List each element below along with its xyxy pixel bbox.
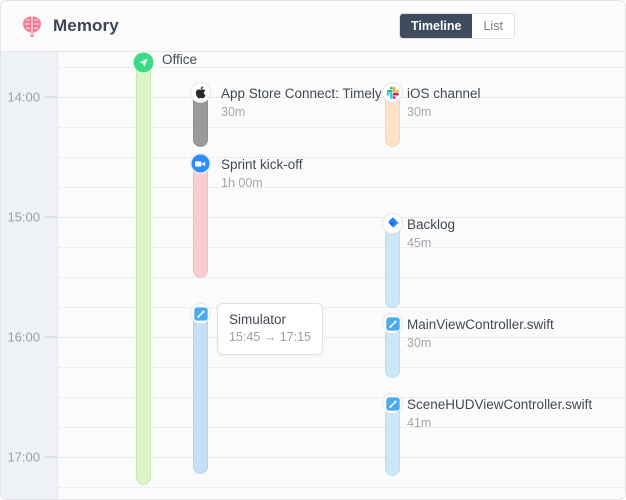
time-gutter: 14:00 15:00 16:00 17:00 xyxy=(1,52,58,499)
gridline xyxy=(59,337,625,338)
event-label: iOS channel 30m xyxy=(407,85,481,120)
tab-list[interactable]: List xyxy=(472,14,514,38)
event-label: SceneHUDViewController.swift 41m xyxy=(407,396,592,431)
hour-tick xyxy=(45,336,57,338)
event-label: Sprint kick-off 1h 00m xyxy=(221,156,303,191)
tooltip-title: Simulator xyxy=(229,312,287,327)
jira-icon xyxy=(382,213,403,234)
app-header: Memory Timeline List xyxy=(1,1,625,52)
event-label: MainViewController.swift 30m xyxy=(407,316,554,351)
hour-tick xyxy=(45,216,57,218)
event-bar[interactable] xyxy=(193,308,208,474)
brain-icon xyxy=(20,14,44,38)
xcode-icon xyxy=(382,313,403,334)
event-title: Sprint kick-off xyxy=(221,157,303,172)
zoom-icon xyxy=(190,153,211,174)
page-title: Memory xyxy=(53,16,119,35)
event-duration: 30m xyxy=(407,336,432,350)
gridline xyxy=(59,247,625,248)
event-duration: 30m xyxy=(407,105,432,119)
gridline xyxy=(59,127,625,128)
hour-tick xyxy=(45,96,57,98)
event-label: Backlog 45m xyxy=(407,216,455,251)
group-label: Office xyxy=(162,52,197,67)
gridline xyxy=(59,157,625,158)
brand: Memory xyxy=(20,14,119,38)
hour-label-1600: 16:00 xyxy=(7,329,40,345)
event-title: SceneHUDViewController.swift xyxy=(407,397,593,412)
group-title: Office xyxy=(162,52,198,67)
gridline xyxy=(59,427,625,428)
gridline xyxy=(59,217,625,218)
event-tooltip: Simulator 15:45 → 17:15 xyxy=(217,303,324,355)
event-title: App Store Connect: Timely xyxy=(221,86,382,101)
hour-label-1700: 17:00 xyxy=(7,449,40,465)
xcode-icon xyxy=(190,303,211,324)
hour-label-1500: 15:00 xyxy=(7,209,40,225)
event-title: iOS channel xyxy=(407,86,481,101)
event-title: MainViewController.swift xyxy=(407,317,554,332)
tab-timeline[interactable]: Timeline xyxy=(399,14,474,38)
event-duration: 30m xyxy=(221,105,246,119)
gridline xyxy=(59,67,625,68)
event-label: App Store Connect: Timely 30m xyxy=(221,85,382,120)
location-arrow-icon xyxy=(133,52,154,73)
gridline xyxy=(59,367,625,368)
tooltip-timerange: 15:45 → 17:15 xyxy=(229,330,312,344)
hour-tick xyxy=(45,456,57,458)
event-duration: 41m xyxy=(407,416,432,430)
event-title: Backlog xyxy=(407,217,456,232)
event-bar[interactable] xyxy=(193,158,208,278)
event-duration: 1h 00m xyxy=(221,176,263,190)
xcode-icon xyxy=(382,393,403,414)
slack-icon xyxy=(382,82,403,103)
hour-label-1400: 14:00 xyxy=(7,89,40,105)
apple-icon xyxy=(190,82,211,103)
group-bar[interactable] xyxy=(136,57,151,485)
gridline xyxy=(59,397,625,398)
gridline xyxy=(59,277,625,278)
gridline xyxy=(59,307,625,308)
gridline xyxy=(59,457,625,458)
view-toggle[interactable]: Timeline List xyxy=(399,13,515,39)
gridline xyxy=(59,487,625,488)
event-duration: 45m xyxy=(407,236,432,250)
gridline xyxy=(59,187,625,188)
gridline xyxy=(59,97,625,98)
